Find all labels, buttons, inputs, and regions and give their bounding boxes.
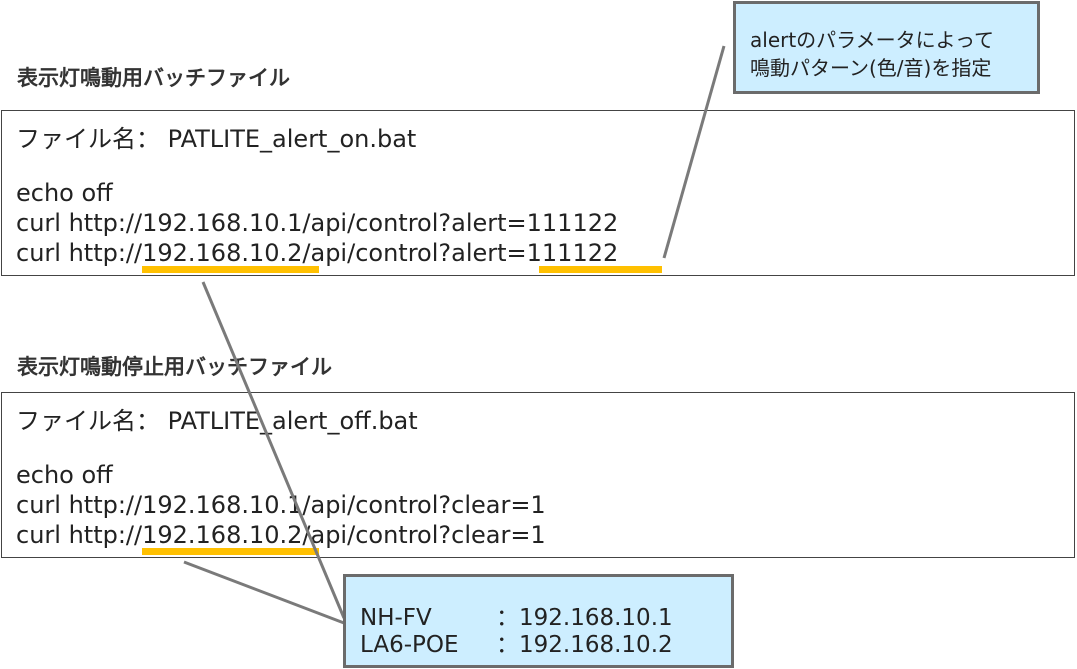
alert-filename: ファイル名： PATLITE_alert_on.bat (16, 125, 417, 153)
device-name: NH-FV (360, 605, 432, 631)
highlight-ip-clear (142, 548, 319, 555)
callout-line-1: alertのパラメータによって (750, 28, 994, 52)
clear-batch-codebox: ファイル名： PATLITE_alert_off.bat echo off cu… (1, 392, 1075, 558)
ip-value: 192.168.10.1 (519, 605, 673, 631)
connector-ip-alert (201, 281, 346, 619)
alert-line-curl-1: curl http://192.168.10.1/api/control?ale… (16, 209, 619, 237)
clear-line-curl-1: curl http://192.168.10.1/api/control?cle… (16, 491, 546, 519)
connector-alert-callout (662, 45, 726, 259)
alert-batch-codebox: ファイル名： PATLITE_alert_on.bat echo off cur… (1, 110, 1075, 276)
callout-line-2: 鳴動パターン(色/音)を指定 (750, 56, 992, 80)
connector-ip-clear (183, 560, 345, 625)
clear-line-curl-2: curl http://192.168.10.2/api/control?cle… (16, 521, 546, 549)
clear-line-echo: echo off (16, 461, 113, 489)
alert-batch-heading: 表示灯鳴動用バッチファイル (17, 66, 290, 90)
ip-row-nh-fv: NH-FV ：192.168.10.1 (360, 598, 673, 632)
alert-line-curl-2: curl http://192.168.10.2/api/control?ale… (16, 239, 619, 267)
highlight-ip-alert (142, 266, 319, 273)
ip-value: 192.168.10.2 (519, 632, 673, 658)
clear-filename: ファイル名： PATLITE_alert_off.bat (16, 407, 418, 435)
highlight-alert-param (539, 266, 662, 273)
separator: ： (496, 632, 519, 658)
alert-line-echo: echo off (16, 179, 113, 207)
device-name: LA6-POE (360, 632, 459, 658)
separator: ： (496, 605, 519, 631)
alert-parameter-callout: alertのパラメータによって 鳴動パターン(色/音)を指定 (733, 1, 1040, 94)
clear-batch-heading: 表示灯鳴動停止用バッチファイル (17, 355, 332, 379)
ip-row-la6-poe: LA6-POE ：192.168.10.2 (360, 625, 673, 659)
ip-address-callout: NH-FV ：192.168.10.1 LA6-POE ：192.168.10.2 (343, 574, 734, 668)
